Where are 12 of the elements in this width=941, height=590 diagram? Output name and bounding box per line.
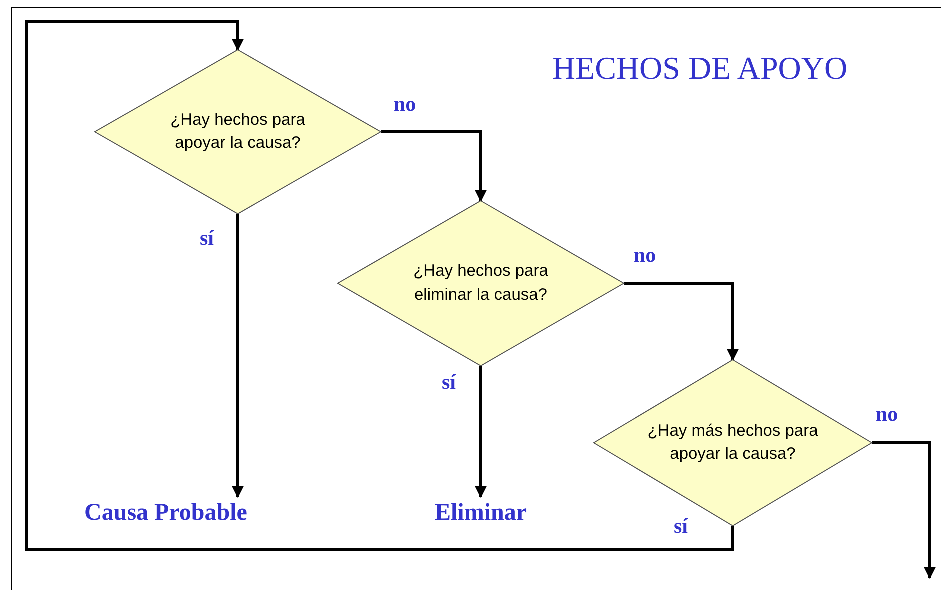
question-text: ¿Hay más hechos para apoyar la causa? (646, 420, 820, 465)
flow-arrow (475, 366, 487, 498)
question-text: ¿Hay hechos para eliminar la causa? (412, 261, 550, 306)
outcome-text: Causa Probable (84, 500, 248, 526)
flow-arrow (232, 214, 244, 498)
flow-arrow (872, 442, 936, 580)
flow-arrow (26, 20, 734, 552)
question-text: ¿Hay hechos para apoyar la causa? (170, 110, 306, 154)
flow-arrow (381, 130, 487, 202)
outcome-text: Eliminar (434, 500, 527, 526)
diagram-title: HECHOS DE APOYO (551, 50, 849, 87)
flow-arrow (624, 282, 739, 362)
